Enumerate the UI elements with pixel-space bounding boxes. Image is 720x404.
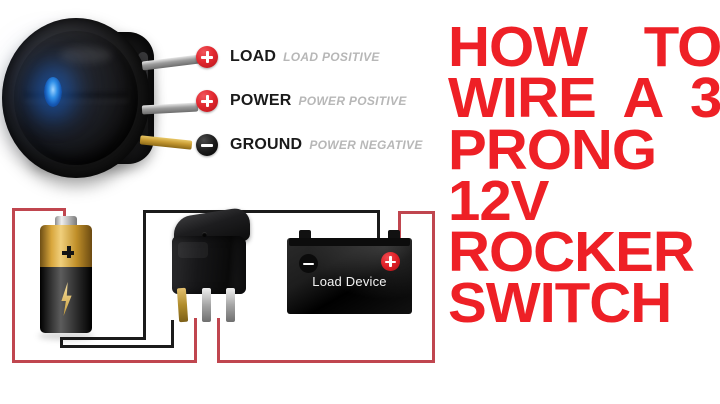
rocker-switch-photo <box>2 14 202 182</box>
wire-red-bottom-rail-right <box>217 360 435 363</box>
legend-term-load: LOAD <box>230 48 277 65</box>
battery-plus-icon <box>62 246 74 258</box>
wire-red-battery-positive <box>12 208 66 211</box>
wire-black-to-load-negative <box>377 210 380 238</box>
load-device-label: Load Device <box>312 274 387 289</box>
battery-upper-body <box>40 225 92 269</box>
wire-red-from-switch-load <box>217 318 220 363</box>
wire-red-to-switch-power <box>194 318 197 363</box>
legend-desc-ground: POWER NEGATIVE <box>309 138 423 152</box>
load-plus-badge-icon <box>381 252 400 271</box>
headline-line-4: 12V <box>448 168 549 233</box>
lightning-bolt-icon <box>61 282 72 316</box>
headline-word-a: A <box>622 66 664 131</box>
wire-black-lower-horizontal <box>60 345 174 348</box>
diagram-power-terminal <box>202 288 211 322</box>
battery-positive-cap <box>55 216 77 227</box>
headline-line-6: SWITCH <box>448 271 672 336</box>
headline: HOW TO WIRE A 3 PRONG 12V ROCKER SWITCH <box>448 18 720 332</box>
diagram-rocker-switch <box>168 205 252 323</box>
battery-shadow <box>38 332 94 340</box>
minus-badge-icon <box>196 134 218 156</box>
plus-badge-icon <box>196 46 218 68</box>
wire-black-left-vertical <box>143 210 146 340</box>
load-device-case <box>287 238 412 314</box>
wire-black-top-horizontal <box>143 210 380 213</box>
terminal-legend: LOAD LOAD POSITIVE POWER POWER POSITIVE … <box>196 42 446 174</box>
headline-word-3: 3 <box>690 66 720 131</box>
legend-term-power: POWER <box>230 92 292 109</box>
wire-red-battery-left-vertical <box>12 208 15 362</box>
headline-word-wire: WIRE <box>448 66 597 131</box>
load-device-lid <box>289 238 410 246</box>
switch-face <box>14 31 138 165</box>
legend-term-ground: GROUND <box>230 136 303 153</box>
photo-power-terminal <box>141 102 199 115</box>
switch-bezel <box>2 18 150 178</box>
diagram-load-terminal <box>226 288 235 322</box>
legend-desc-load: LOAD POSITIVE <box>283 50 380 64</box>
legend-item-ground: GROUND POWER NEGATIVE <box>196 130 446 160</box>
wire-red-load-positive <box>398 211 435 214</box>
load-minus-badge-icon <box>299 254 318 273</box>
battery <box>38 216 94 340</box>
legend-desc-power: POWER POSITIVE <box>298 94 407 108</box>
switch-body <box>172 236 246 294</box>
headline-line-3: PRONG <box>448 117 657 182</box>
headline-line-5: ROCKER <box>448 220 695 285</box>
wire-black-battery-stub <box>60 337 63 348</box>
plus-badge-icon <box>196 90 218 112</box>
legend-item-power: POWER POWER POSITIVE <box>196 86 446 116</box>
wire-black-to-switch-ground <box>171 320 174 347</box>
wire-black-battery-negative <box>60 337 146 340</box>
headline-line-2: WIRE A 3 <box>448 66 720 131</box>
wiring-diagram: Load Device <box>0 188 460 404</box>
legend-item-load: LOAD LOAD POSITIVE <box>196 42 446 72</box>
load-device: Load Device <box>287 230 412 314</box>
wire-red-battery-stub <box>63 208 66 218</box>
wire-red-load-positive-stub <box>398 211 401 238</box>
blue-led-indicator <box>44 77 62 107</box>
headline-line-1: HOW TO <box>448 15 720 79</box>
wire-red-right-vertical <box>432 211 435 363</box>
switch-pivot-dot <box>202 232 207 237</box>
wire-red-bottom-rail-left <box>12 360 197 363</box>
headline-word-to: TO <box>643 15 720 79</box>
switch-highlight <box>60 47 112 63</box>
headline-word-how: HOW <box>448 15 588 79</box>
